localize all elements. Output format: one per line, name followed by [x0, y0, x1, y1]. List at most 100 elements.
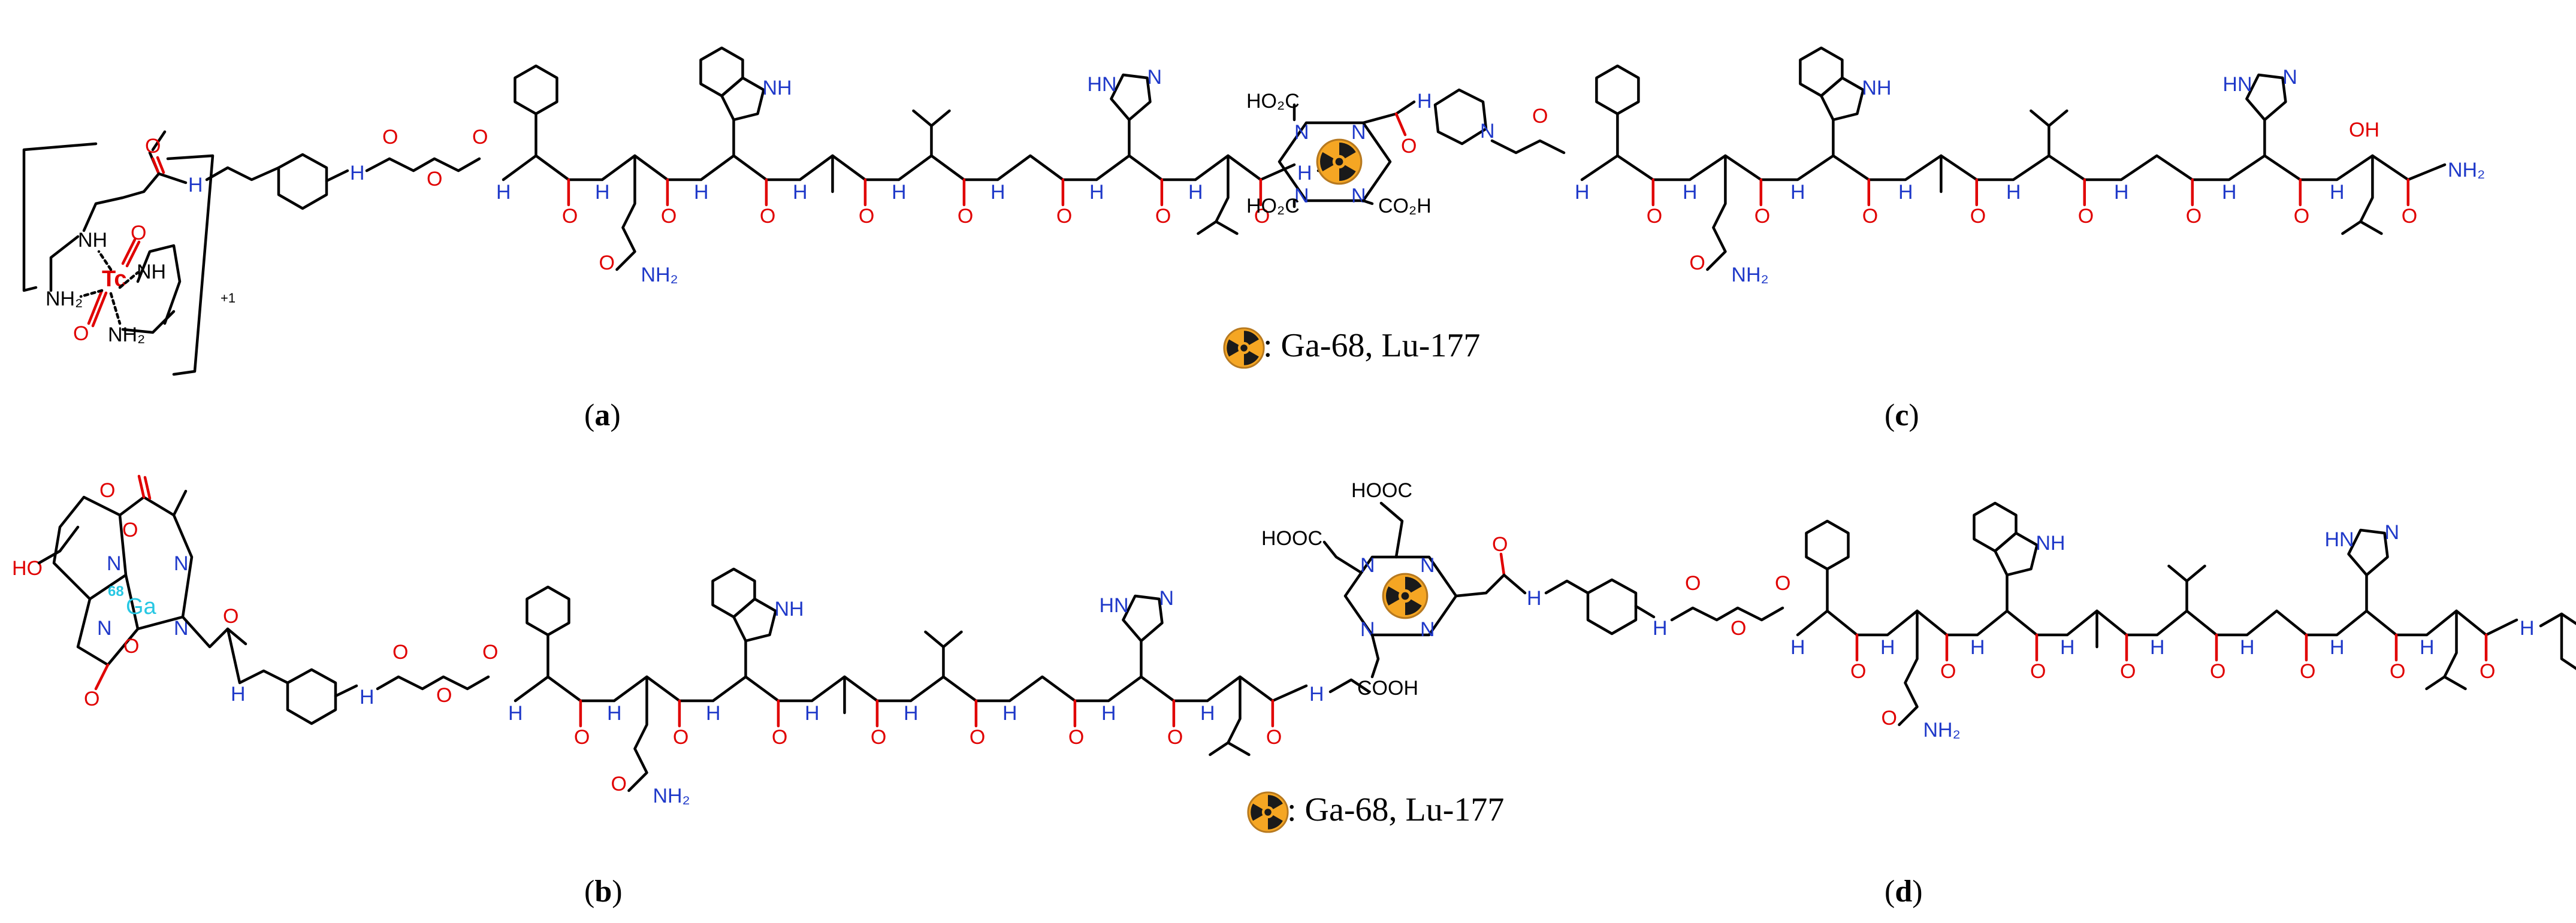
val-sidechain — [2167, 564, 2188, 613]
legend-text-d: : Ga-68, Lu-177 — [1287, 791, 1504, 828]
amide-nh: H — [2330, 636, 2345, 659]
panel-a: +1 Tc O O NH NH NH₂ NH₂ O H H O O O — [22, 126, 488, 376]
ethyl-amide — [1328, 678, 1371, 694]
carbonyl-o: O — [1068, 726, 1084, 749]
carbonyl-o: O — [859, 205, 874, 228]
chelator-o-top-b: O — [99, 479, 115, 502]
amide-carbonyl-a — [151, 156, 165, 175]
radiation-icon — [1315, 138, 1363, 185]
chelator-o-bottom-b: O — [84, 688, 99, 710]
linker-bond-a — [157, 172, 188, 184]
amide-nh: H — [1880, 636, 1895, 659]
indole-pyrrole — [720, 76, 765, 122]
leu-sidechain — [1209, 675, 1242, 756]
indole-benzene — [711, 567, 756, 619]
nota-ring-bonds-b — [52, 489, 194, 667]
backbone-line — [1796, 609, 2518, 637]
c-term-alkyl-2 — [2560, 612, 2576, 670]
carbonyl-o: O — [2402, 205, 2417, 228]
gln-sidechain — [615, 154, 636, 271]
amide-nh: H — [1898, 181, 1913, 204]
aniline-nh-d: H — [1653, 617, 1668, 640]
carbonyl-o: O — [673, 726, 688, 749]
carbonyl-o: O — [871, 726, 886, 749]
carbonyl-o: O — [1254, 205, 1270, 228]
carboxyl-1-c: HO₂C — [1246, 90, 1300, 113]
indole-benzene — [1973, 501, 2018, 553]
amide-nh: H — [2222, 181, 2237, 204]
leu-methyl — [1227, 741, 1251, 756]
val-methyl — [942, 630, 963, 649]
peg-spacer-d — [1670, 606, 1784, 622]
amide-nh: H — [1790, 181, 1805, 204]
backbone-line — [1580, 154, 2447, 181]
gln-nh2: NH₂ — [641, 264, 678, 286]
phenyl-ring-d — [1586, 578, 1638, 635]
aniline-bond-b — [334, 684, 358, 698]
amide-nh: H — [2330, 181, 2345, 204]
amide-nh: H — [2240, 636, 2255, 659]
linker-o-b: O — [223, 605, 238, 628]
amide-nh: H — [706, 702, 721, 725]
dota-amide-o-c: O — [1401, 135, 1417, 158]
ga-bound-o-2-b: O — [123, 635, 139, 658]
carbonyl-o: O — [958, 205, 973, 228]
piperidine-ring-c — [1433, 88, 1488, 146]
imidazole-ring — [1122, 594, 1164, 643]
amide-nh: H — [496, 181, 511, 204]
caption-c-letter: c — [1895, 398, 1908, 432]
spacer-o-2-a: O — [427, 168, 442, 190]
dota-arms-d — [1322, 501, 1506, 679]
carbonyl-o: O — [1266, 726, 1282, 749]
dota-n-1-d: N — [1360, 554, 1375, 577]
amide-nh: H — [1188, 181, 1203, 204]
leu-sidechain — [1197, 154, 1230, 235]
phenyl-ring — [1805, 519, 1850, 571]
val-methyl — [2185, 564, 2206, 583]
carbonyl-o: O — [2480, 660, 2495, 683]
piperidine-linker-o-c: O — [1532, 105, 1548, 128]
val-sidechain — [2030, 109, 2050, 158]
indole-nh: NH — [2036, 532, 2065, 555]
leu-sidechain — [2341, 154, 2374, 235]
amide-nh: H — [694, 181, 709, 204]
amide-nh: H — [607, 702, 622, 725]
phenyl-ring — [1595, 64, 1640, 116]
phenyl-ring-a — [277, 153, 328, 210]
dota-n-4-d: N — [1420, 618, 1435, 641]
backbone-line — [514, 675, 1308, 703]
nota-carbonyls-b — [94, 474, 152, 691]
val-methyl — [2047, 109, 2068, 128]
carbonyl-o: O — [562, 205, 578, 228]
carbonyl-o: O — [1647, 205, 1662, 228]
carbonyl-o: O — [1940, 660, 1956, 683]
carbonyl-o: O — [1155, 205, 1171, 228]
ligand-nh2-2: NH₂ — [108, 323, 145, 346]
dota-amide-nh-d: H — [1527, 587, 1542, 610]
carboxyl-3-d: COOH — [1357, 677, 1418, 700]
benzyl-linker-d — [1544, 579, 1590, 595]
imidazole-ring — [2245, 73, 2287, 122]
phenyl-ring — [514, 64, 558, 116]
amide-nh: H — [990, 181, 1005, 204]
leu-methyl — [2443, 675, 2467, 691]
dota-n-1-c: N — [1294, 121, 1309, 144]
benzyl-linker-a — [205, 166, 280, 181]
gln-sidechain — [627, 675, 648, 792]
indole-nh: NH — [774, 598, 804, 621]
ga-isotope-mass-b: 68 — [108, 583, 124, 600]
imidazole-n: N — [2282, 66, 2297, 89]
tc-oxo-bond-bottom — [87, 289, 108, 328]
carboxyl-2-c: HO₂C — [1246, 195, 1300, 217]
imidazole-ring — [2347, 528, 2389, 577]
leu-methyl — [2359, 220, 2383, 235]
panel-d: N N N N HOOC HOOC COOH O H H O O O : Ga-… — [1246, 479, 1790, 833]
dota-amide-o-d: O — [1492, 533, 1508, 556]
carbonyl-o: O — [1754, 205, 1770, 228]
piperidine-n-c: N — [1480, 120, 1495, 143]
tc-metal-label: Tc — [102, 267, 127, 292]
legend-text-c: : Ga-68, Lu-177 — [1263, 327, 1480, 364]
radiation-icon — [1222, 326, 1265, 369]
